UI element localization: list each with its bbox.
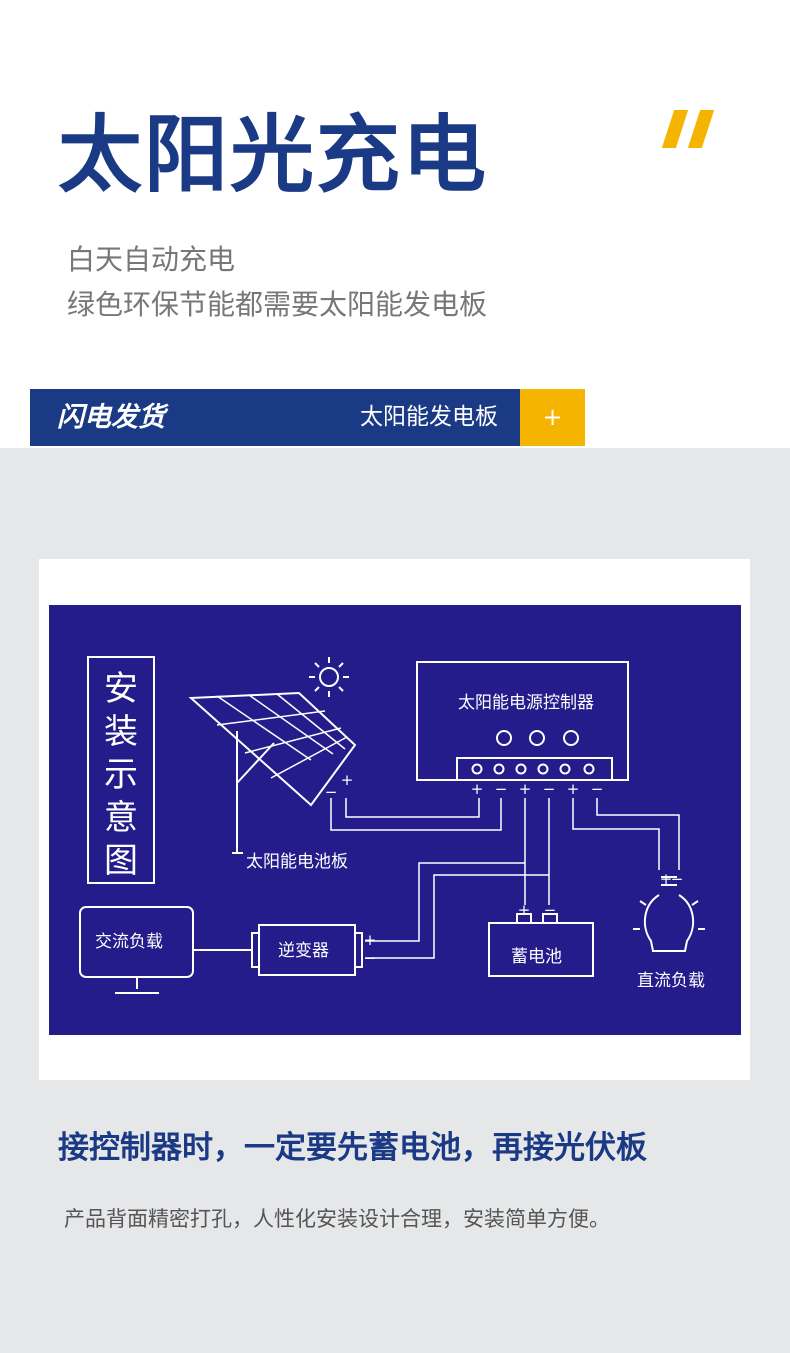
plus-sign: + bbox=[660, 870, 673, 888]
minus-sign: − bbox=[671, 870, 684, 888]
vertical-title-char: 示 bbox=[104, 755, 138, 795]
plus-sign: + bbox=[519, 780, 532, 798]
plus-button[interactable]: + bbox=[520, 389, 585, 446]
light-bulb-icon bbox=[633, 876, 705, 952]
vertical-title-char: 意 bbox=[104, 798, 138, 838]
controller-icon bbox=[416, 661, 629, 781]
panel-label: 太阳能电池板 bbox=[246, 852, 348, 872]
inverter-icon bbox=[251, 924, 363, 976]
page-title: 太阳光充电 bbox=[58, 106, 489, 204]
solar-panel-icon bbox=[188, 691, 357, 854]
title-frame bbox=[87, 656, 155, 884]
installation-diagram: 安 装 示 意 图 太阳能电源控制器 太阳能电池板 交流负载 逆变器 蓄电池 直… bbox=[49, 605, 741, 1035]
inverter-label: 逆变器 bbox=[278, 941, 329, 961]
header-section: 太阳光充电 白天自动充电 绿色环保节能都需要太阳能发电板 闪电发货 太阳能发电板… bbox=[0, 0, 790, 448]
battery-label: 蓄电池 bbox=[511, 947, 562, 967]
vertical-title-char: 装 bbox=[104, 712, 138, 752]
banner-brand: 闪电发货 bbox=[57, 402, 165, 433]
controller-label: 太阳能电源控制器 bbox=[458, 693, 594, 713]
sun-icon bbox=[309, 657, 349, 697]
section-headline: 接控制器时，一定要先蓄电池，再接光伏板 bbox=[58, 1130, 647, 1166]
minus-sign: − bbox=[544, 901, 557, 919]
banner-product-label: 太阳能发电板 bbox=[360, 404, 498, 430]
vertical-title-char: 图 bbox=[104, 841, 138, 881]
section-description: 产品背面精密打孔，人性化安装设计合理，安装简单方便。 bbox=[64, 1207, 610, 1231]
banner-blue-bar: 闪电发货 太阳能发电板 bbox=[30, 389, 520, 446]
plus-sign: + bbox=[567, 780, 580, 798]
plus-sign: + bbox=[518, 901, 531, 919]
plus-sign: + bbox=[471, 780, 484, 798]
minus-sign: − bbox=[495, 780, 508, 798]
battery-icon bbox=[488, 913, 594, 977]
minus-sign: − bbox=[325, 783, 338, 801]
minus-sign: − bbox=[364, 949, 377, 967]
minus-sign: − bbox=[543, 780, 556, 798]
quote-mark-icon bbox=[660, 110, 720, 155]
plus-sign: + bbox=[364, 931, 377, 949]
dc-load-label: 直流负载 bbox=[637, 971, 705, 991]
minus-sign: − bbox=[591, 780, 604, 798]
product-banner: 闪电发货 太阳能发电板 + bbox=[30, 389, 585, 446]
subtitle-line-1: 白天自动充电 bbox=[67, 243, 236, 276]
plus-sign: + bbox=[341, 771, 354, 789]
ac-load-label: 交流负载 bbox=[95, 932, 163, 952]
vertical-title-char: 安 bbox=[104, 669, 138, 709]
ac-load-monitor-icon bbox=[79, 906, 194, 994]
subtitle-line-2: 绿色环保节能都需要太阳能发电板 bbox=[67, 288, 488, 321]
